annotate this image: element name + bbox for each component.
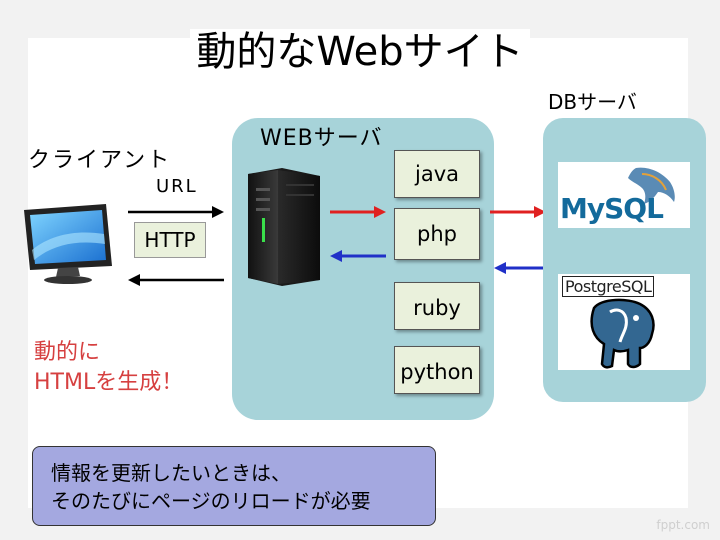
slide-title: 動的なWebサイト: [0, 28, 720, 76]
red-arrowhead: [534, 206, 546, 218]
blue-arrowhead: [494, 262, 506, 274]
web-server-label: WEBサーバ: [260, 126, 383, 151]
dynamic-text: 動的に HTMLを生成！: [34, 338, 183, 398]
client-label: クライアント: [28, 148, 172, 173]
postgresql-logo: PostgreSQL: [558, 274, 690, 370]
mysql-logo-text: MySQL: [560, 192, 664, 225]
lang-box-php: php: [394, 208, 480, 260]
lang-box-ruby: ruby: [394, 282, 480, 330]
note-line2: そのたびにページのリロードが必要: [51, 489, 371, 513]
red-arrowhead: [374, 206, 386, 218]
postgresql-logo-text: PostgreSQL: [562, 276, 655, 297]
url-label: URL: [156, 176, 198, 197]
web-lang-arrows: [330, 206, 386, 262]
reload-note-box: 情報を更新したいときは、 そのたびにページのリロードが必要: [32, 446, 436, 526]
lang-box-python: python: [394, 346, 480, 394]
blue-arrowhead: [330, 250, 342, 262]
request-arrowhead: [212, 206, 224, 218]
lang-box-java: java: [394, 150, 480, 198]
client-arrows: [128, 206, 224, 286]
dynamic-text-line2: HTMLを生成！: [34, 370, 184, 395]
db-server-label: DBサーバ: [548, 90, 637, 114]
dolphin-icon: [628, 167, 675, 204]
web-db-arrows: [490, 206, 546, 274]
note-line1: 情報を更新したいときは、: [51, 461, 291, 485]
dynamic-text-line1: 動的に: [34, 340, 101, 365]
watermark: fppt.com: [656, 518, 710, 532]
response-arrowhead: [128, 274, 140, 286]
elephant-icon: [590, 298, 655, 369]
mysql-logo: MySQL: [558, 162, 690, 228]
http-label-box: HTTP: [134, 222, 206, 258]
monitor-icon: [24, 204, 112, 284]
server-icon: [248, 168, 320, 286]
